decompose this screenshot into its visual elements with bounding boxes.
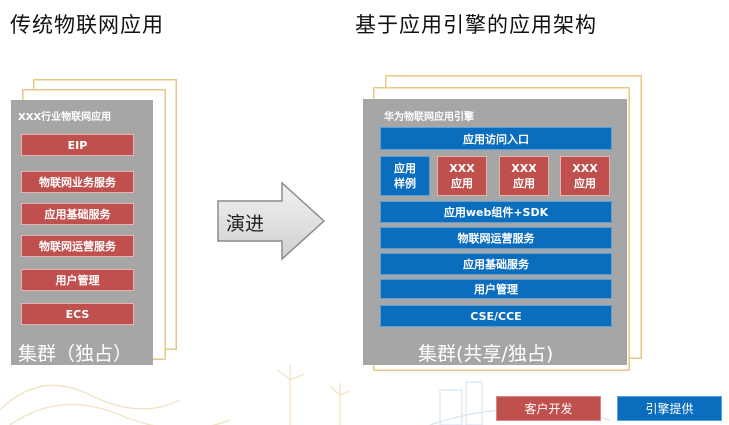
evolution-arrow-label: 演进 [226, 213, 265, 235]
left-item-ecs: ECS [21, 303, 134, 325]
right-layer-iot-operation-service: 物联网运营服务 [380, 227, 612, 249]
left-item-user-management: 用户管理 [21, 269, 134, 291]
right-layer-user-management: 用户管理 [380, 279, 612, 299]
right-panel: 华为物联网应用引擎 应用访问入口 应用 样例 XXX 应用 XXX 应用 XXX… [363, 99, 627, 365]
left-cluster-label: 集群（独占） [18, 343, 133, 365]
left-panel: XXX行业物联网应用 EIP 物联网业务服务 应用基础服务 物联网运营服务 用户… [11, 100, 153, 365]
left-item-iot-business-service: 物联网业务服务 [21, 171, 134, 193]
left-item-app-base-service: 应用基础服务 [21, 203, 134, 225]
right-xxx-app-2-line1: XXX [511, 162, 537, 175]
right-app-sample-line2: 样例 [394, 177, 416, 190]
left-item-eip: EIP [21, 134, 134, 156]
right-layer-app-base-service: 应用基础服务 [380, 253, 612, 275]
right-xxx-app-3: XXX 应用 [560, 156, 610, 196]
right-xxx-app-1-line1: XXX [449, 162, 475, 175]
right-xxx-app-3-line1: XXX [572, 162, 598, 175]
legend-engine-provided: 引擎提供 [617, 396, 722, 421]
right-xxx-app-2-line2: 应用 [513, 177, 535, 190]
left-item-iot-operation-service: 物联网运营服务 [21, 235, 134, 257]
right-xxx-app-2: XXX 应用 [499, 156, 549, 196]
right-panel-header: 华为物联网应用引擎 [384, 112, 474, 123]
right-xxx-app-1-line2: 应用 [451, 177, 473, 190]
right-cluster-label: 集群(共享/独占) [418, 343, 554, 365]
left-panel-header: XXX行业物联网应用 [18, 112, 112, 123]
right-app-sample-line1: 应用 [394, 162, 416, 175]
legend-customer-development: 客户开发 [496, 396, 601, 421]
right-layer-cse-cce: CSE/CCE [380, 305, 612, 327]
left-title: 传统物联网应用 [10, 13, 164, 37]
evolution-arrow-icon [217, 181, 326, 261]
right-app-entry: 应用访问入口 [380, 127, 612, 150]
right-layer-web-sdk: 应用web组件+SDK [380, 201, 612, 223]
right-xxx-app-3-line2: 应用 [574, 177, 596, 190]
right-title: 基于应用引擎的应用架构 [355, 13, 597, 37]
right-app-sample: 应用 样例 [380, 156, 430, 196]
right-xxx-app-1: XXX 应用 [437, 156, 487, 196]
